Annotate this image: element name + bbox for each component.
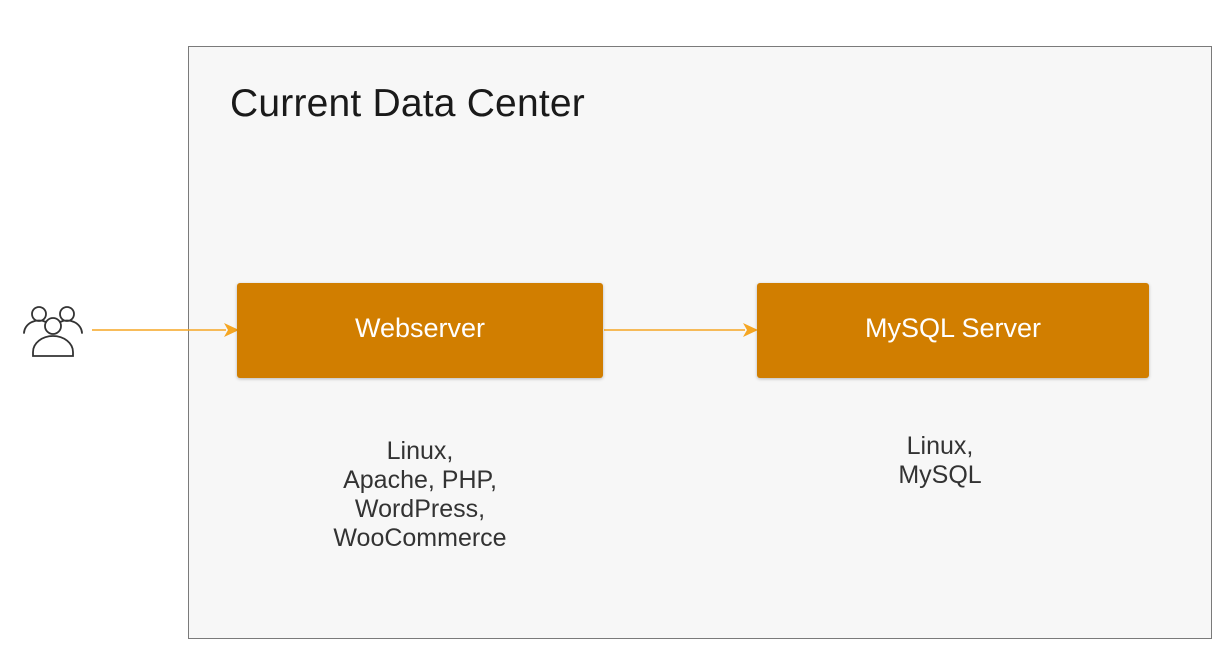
webserver-stack-line: WordPress, xyxy=(354,495,486,523)
mysql-stack-line: MySQL xyxy=(898,461,982,489)
webserver-stack-line: WooCommerce xyxy=(333,524,507,552)
data-center-title: Current Data Center xyxy=(230,82,585,125)
edge-users-to-webserver xyxy=(92,323,239,337)
webserver-stack: Linux, Apache, PHP, WordPress, WooCommer… xyxy=(290,437,550,553)
webserver-stack-line: Apache, PHP, xyxy=(343,466,497,494)
mysql-stack: Linux, MySQL xyxy=(820,432,1060,490)
webserver-label: Webserver xyxy=(354,313,486,343)
mysql-server-node[interactable]: MySQL Server xyxy=(757,283,1149,378)
mysql-server-label: MySQL Server xyxy=(864,313,1042,343)
users-group-icon xyxy=(23,306,83,357)
webserver-stack-line: Linux, xyxy=(386,437,454,465)
webserver-node[interactable]: Webserver xyxy=(237,283,603,378)
edge-webserver-to-mysql xyxy=(604,323,758,337)
mysql-stack-line: Linux, xyxy=(906,432,974,460)
